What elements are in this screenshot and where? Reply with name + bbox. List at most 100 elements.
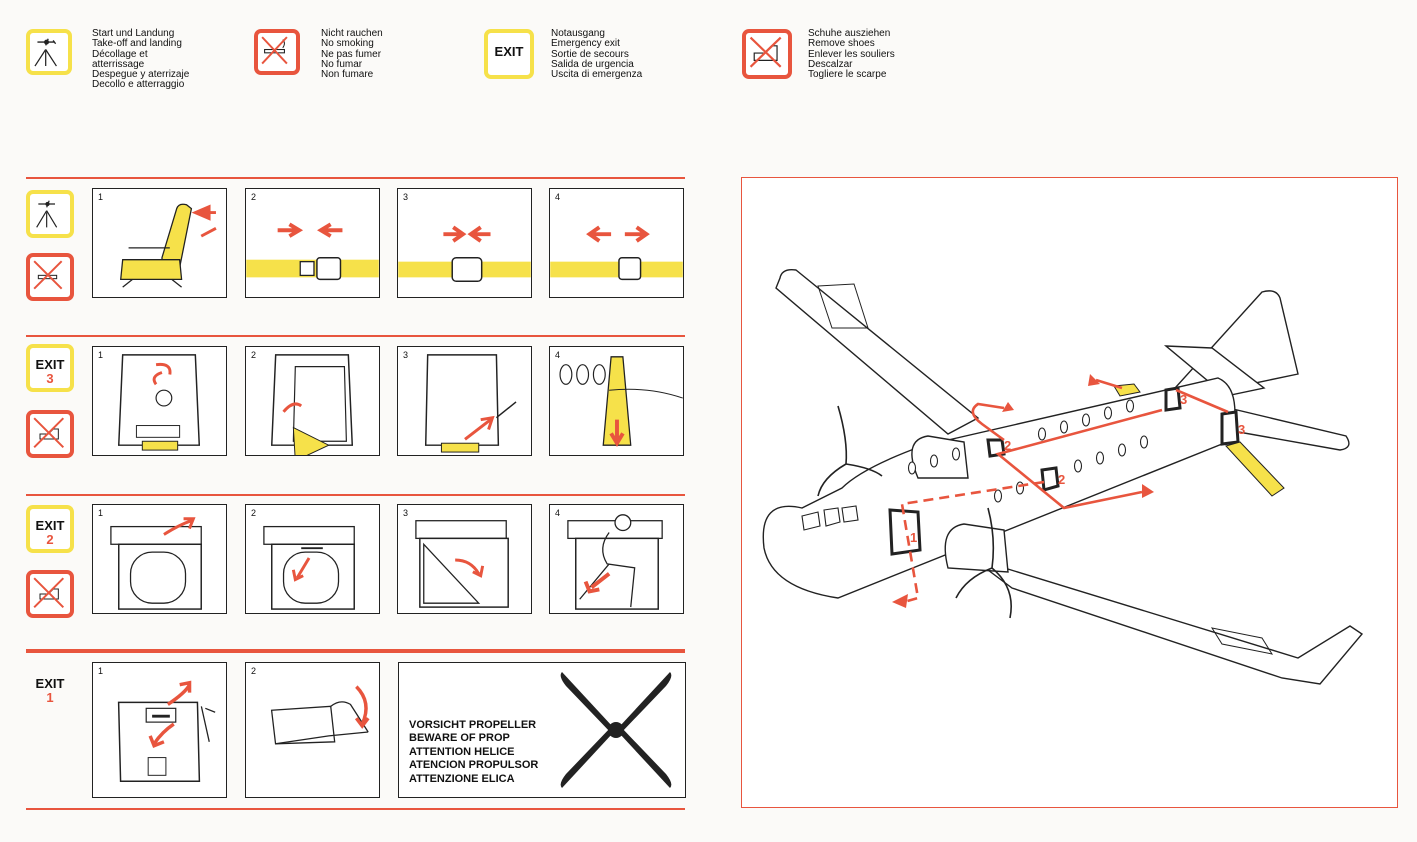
propeller-icon bbox=[560, 672, 672, 788]
legend-takeoff-text: Start und Landung Take-off and landing D… bbox=[92, 28, 190, 91]
legend-shoes-text: Schuhe ausziehen Remove shoes Enlever le… bbox=[808, 28, 895, 81]
step-number: 4 bbox=[555, 350, 561, 360]
divider bbox=[26, 177, 685, 179]
exit-number: 2 bbox=[46, 532, 54, 547]
step-panel-exit2-handle: 1 bbox=[92, 504, 227, 614]
step-panel-exit1-open: 2 bbox=[245, 662, 380, 798]
plane-exit-number: 3 bbox=[1180, 392, 1187, 407]
step-panel-buckle-insert: 2 bbox=[245, 188, 380, 298]
plane-exit-number: 3 bbox=[1238, 422, 1245, 437]
warning-line: ATENCION PROPULSOR bbox=[409, 759, 539, 772]
exit-word: EXIT bbox=[35, 357, 65, 372]
legend-line: atterrissage bbox=[92, 58, 145, 70]
step-number: 2 bbox=[251, 508, 257, 518]
plane-exit-number: 2 bbox=[1058, 472, 1065, 487]
step-number: 1 bbox=[98, 350, 104, 360]
divider bbox=[26, 808, 685, 810]
person-climb-illustration bbox=[567, 514, 663, 610]
plane-exit-number: 1 bbox=[910, 530, 917, 545]
legend-line: Take-off and landing bbox=[92, 38, 182, 50]
legend-line: Emergency exit bbox=[551, 38, 620, 50]
legend-line: Remove shoes bbox=[808, 38, 875, 50]
step-number: 2 bbox=[251, 350, 257, 360]
exit-2-badge: EXIT 2 bbox=[26, 505, 74, 553]
exit-box-label: EXIT bbox=[494, 44, 524, 59]
step-number: 1 bbox=[98, 508, 104, 518]
release-belt-illustration bbox=[550, 225, 683, 281]
legend-line: Non fumare bbox=[321, 69, 374, 81]
step-number: 3 bbox=[403, 350, 409, 360]
legend-line: No smoking bbox=[321, 38, 374, 50]
warning-line: BEWARE OF PROP bbox=[409, 732, 510, 745]
remove-shoes-icon bbox=[26, 410, 74, 458]
window-exit-illustration bbox=[110, 517, 202, 610]
takeoff-landing-icon bbox=[26, 190, 74, 238]
step-panel-exit2-pull: 2 bbox=[245, 504, 380, 614]
step-panel-buckle-release: 4 bbox=[549, 188, 684, 298]
aircraft-illustration: 1 2 2 3 3 bbox=[762, 268, 1364, 685]
legend-line: Togliere le scarpe bbox=[808, 69, 887, 81]
step-number: 4 bbox=[555, 508, 561, 518]
exit-2-label: EXIT 2 bbox=[30, 519, 70, 547]
step-panel-exit3-push: 3 bbox=[397, 346, 532, 456]
legend-exit-text: Notausgang Emergency exit Sortie de seco… bbox=[551, 28, 643, 81]
step-panel-seat-upright: 1 bbox=[92, 188, 227, 298]
legend-line: Notausgang bbox=[551, 28, 605, 39]
step-panel-buckle-fastened: 3 bbox=[397, 188, 532, 298]
step-number: 2 bbox=[251, 192, 257, 202]
step-number: 2 bbox=[251, 666, 257, 676]
escape-slide-illustration bbox=[559, 356, 683, 448]
warning-line: VORSICHT PROPELLER bbox=[409, 719, 537, 731]
step-number: 1 bbox=[98, 666, 104, 676]
legend-line: Descalzar bbox=[808, 58, 853, 70]
exit-3-badge: EXIT 3 bbox=[26, 344, 74, 392]
exit-number: 3 bbox=[46, 371, 54, 386]
warning-line: ATTENTION HELICE bbox=[409, 745, 515, 758]
step-panel-exit2-climb: 4 bbox=[549, 504, 684, 614]
legend-line: Sortie de secours bbox=[551, 48, 629, 60]
step-panel-exit2-remove: 3 bbox=[397, 504, 532, 614]
step-number: 3 bbox=[403, 192, 409, 202]
exit-word: EXIT bbox=[35, 676, 65, 691]
legend-line: No fumar bbox=[321, 58, 363, 70]
aircraft-exit-diagram: 1 2 2 3 3 bbox=[741, 177, 1398, 808]
buckle-illustration bbox=[246, 222, 379, 281]
plane-exit-number: 2 bbox=[1004, 438, 1011, 453]
window-remove-illustration bbox=[415, 520, 509, 608]
legend-line: Nicht rauchen bbox=[321, 28, 383, 39]
step-panel-exit3-open: 2 bbox=[245, 346, 380, 456]
divider bbox=[26, 649, 685, 653]
step-panel-exit3-handle: 1 bbox=[92, 346, 227, 456]
legend-line: Despegue y aterrizaje bbox=[92, 69, 190, 81]
exit-word: EXIT bbox=[35, 518, 65, 533]
door-push-illustration bbox=[424, 354, 517, 453]
window-pull-illustration bbox=[263, 525, 355, 610]
legend-line: Start und Landung bbox=[92, 28, 175, 39]
legend-nosmoking-text: Nicht rauchen No smoking Ne pas fumer No… bbox=[321, 28, 383, 81]
legend-line: Decollo e atterraggio bbox=[92, 79, 185, 91]
step-number: 3 bbox=[403, 508, 409, 518]
door-handle-illustration bbox=[117, 354, 201, 451]
step-panel-exit3-slide: 4 bbox=[549, 346, 684, 456]
no-smoking-icon bbox=[26, 253, 74, 301]
no-smoking-icon bbox=[254, 29, 300, 75]
step-number: 4 bbox=[555, 192, 561, 202]
exit-1-label: EXIT 1 bbox=[30, 677, 70, 705]
legend-line: Uscita di emergenza bbox=[551, 69, 643, 81]
door-open-illustration bbox=[270, 354, 354, 455]
step-number: 1 bbox=[98, 192, 104, 202]
propeller-warning-panel: VORSICHT PROPELLER BEWARE OF PROP ATTENT… bbox=[398, 662, 686, 798]
exit-number: 1 bbox=[46, 690, 54, 705]
seat-illustration bbox=[120, 203, 217, 288]
divider bbox=[26, 494, 685, 496]
warning-line: ATTENZIONE ELICA bbox=[409, 772, 515, 785]
takeoff-landing-icon bbox=[26, 29, 72, 75]
legend-line: Décollage et bbox=[92, 48, 148, 60]
legend-line: Ne pas fumer bbox=[321, 48, 382, 60]
legend-line: Salida de urgencia bbox=[551, 58, 634, 70]
step-panel-exit1-handle: 1 bbox=[92, 662, 227, 798]
main-door-open-illustration bbox=[270, 685, 370, 745]
remove-shoes-icon bbox=[26, 570, 74, 618]
propeller-warning-text: VORSICHT PROPELLER BEWARE OF PROP ATTENT… bbox=[409, 719, 538, 786]
divider bbox=[26, 335, 685, 337]
